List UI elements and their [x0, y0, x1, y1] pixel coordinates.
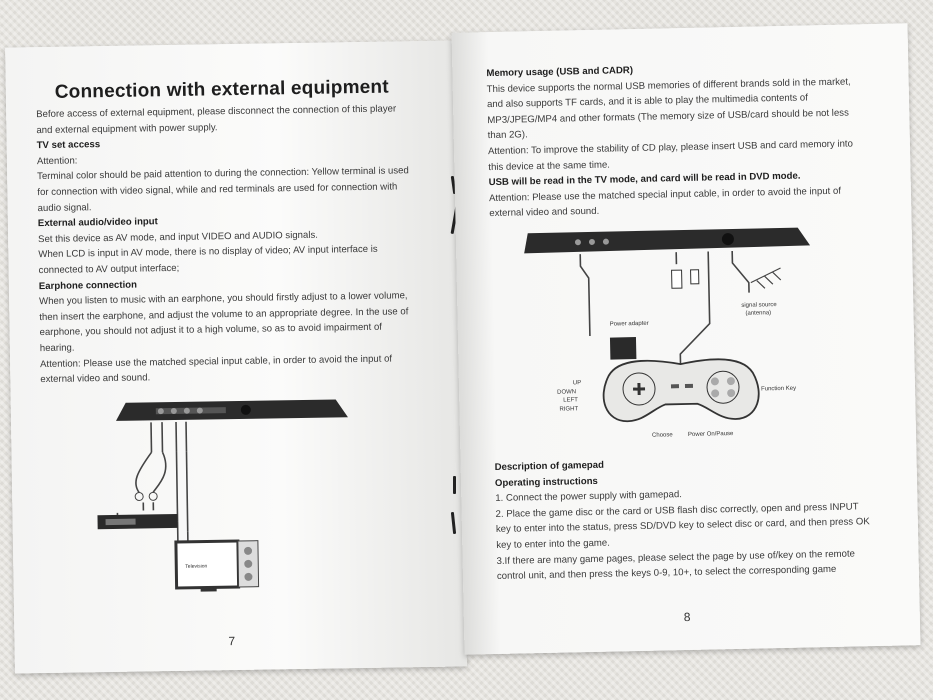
function-key-label: Function Key: [761, 386, 796, 393]
gamepad-up-label: UP: [573, 380, 581, 386]
gamepad-connection-diagram: signal source (antenna) Power adapter UP…: [524, 227, 811, 439]
page-title: Connection with external equipment: [54, 76, 389, 103]
right-page-content: Memory usage (USB and CADR) This device …: [486, 58, 877, 585]
player-device-illustration: [115, 399, 348, 421]
antenna-label: (antenna): [745, 310, 771, 317]
gamepad-illustration: [602, 358, 760, 423]
earphone-text: When you listen to music with an earphon…: [39, 290, 409, 354]
av-box-illustration: [97, 513, 178, 529]
gamepad-left-label: LEFT: [563, 397, 578, 403]
tv-text: Terminal color should be paid attention …: [37, 165, 409, 214]
left-page-content: Connection with external equipment Befor…: [36, 75, 416, 603]
power-on-pause-label: Power On/Pause: [688, 431, 734, 438]
binding-staple-bottom: [453, 476, 456, 494]
power-adapter-label: Power adapter: [610, 321, 649, 328]
right-page: Memory usage (USB and CADR) This device …: [451, 23, 921, 655]
power-adapter-illustration: [609, 336, 637, 360]
television-screen-label: Television: [185, 563, 207, 569]
gamepad-right-label: RIGHT: [559, 406, 578, 412]
gamepad-down-label: DOWN: [557, 389, 576, 395]
player-device-illustration: [524, 227, 811, 254]
page-number-left: 7: [228, 634, 236, 649]
signal-source-label: signal source: [741, 302, 777, 309]
manual-booklet: Connection with external equipment Befor…: [5, 23, 921, 674]
left-page: Connection with external equipment Befor…: [5, 40, 467, 674]
tv-connection-diagram: Television: [97, 399, 348, 592]
memory-text: This device supports the normal USB memo…: [486, 76, 851, 142]
choose-label: Choose: [652, 432, 673, 438]
page-number-right: 8: [683, 609, 691, 625]
step-2: 2. Place the game disc or the card or US…: [495, 501, 870, 551]
earphone-attention: Attention: Please use the matched specia…: [40, 353, 393, 386]
